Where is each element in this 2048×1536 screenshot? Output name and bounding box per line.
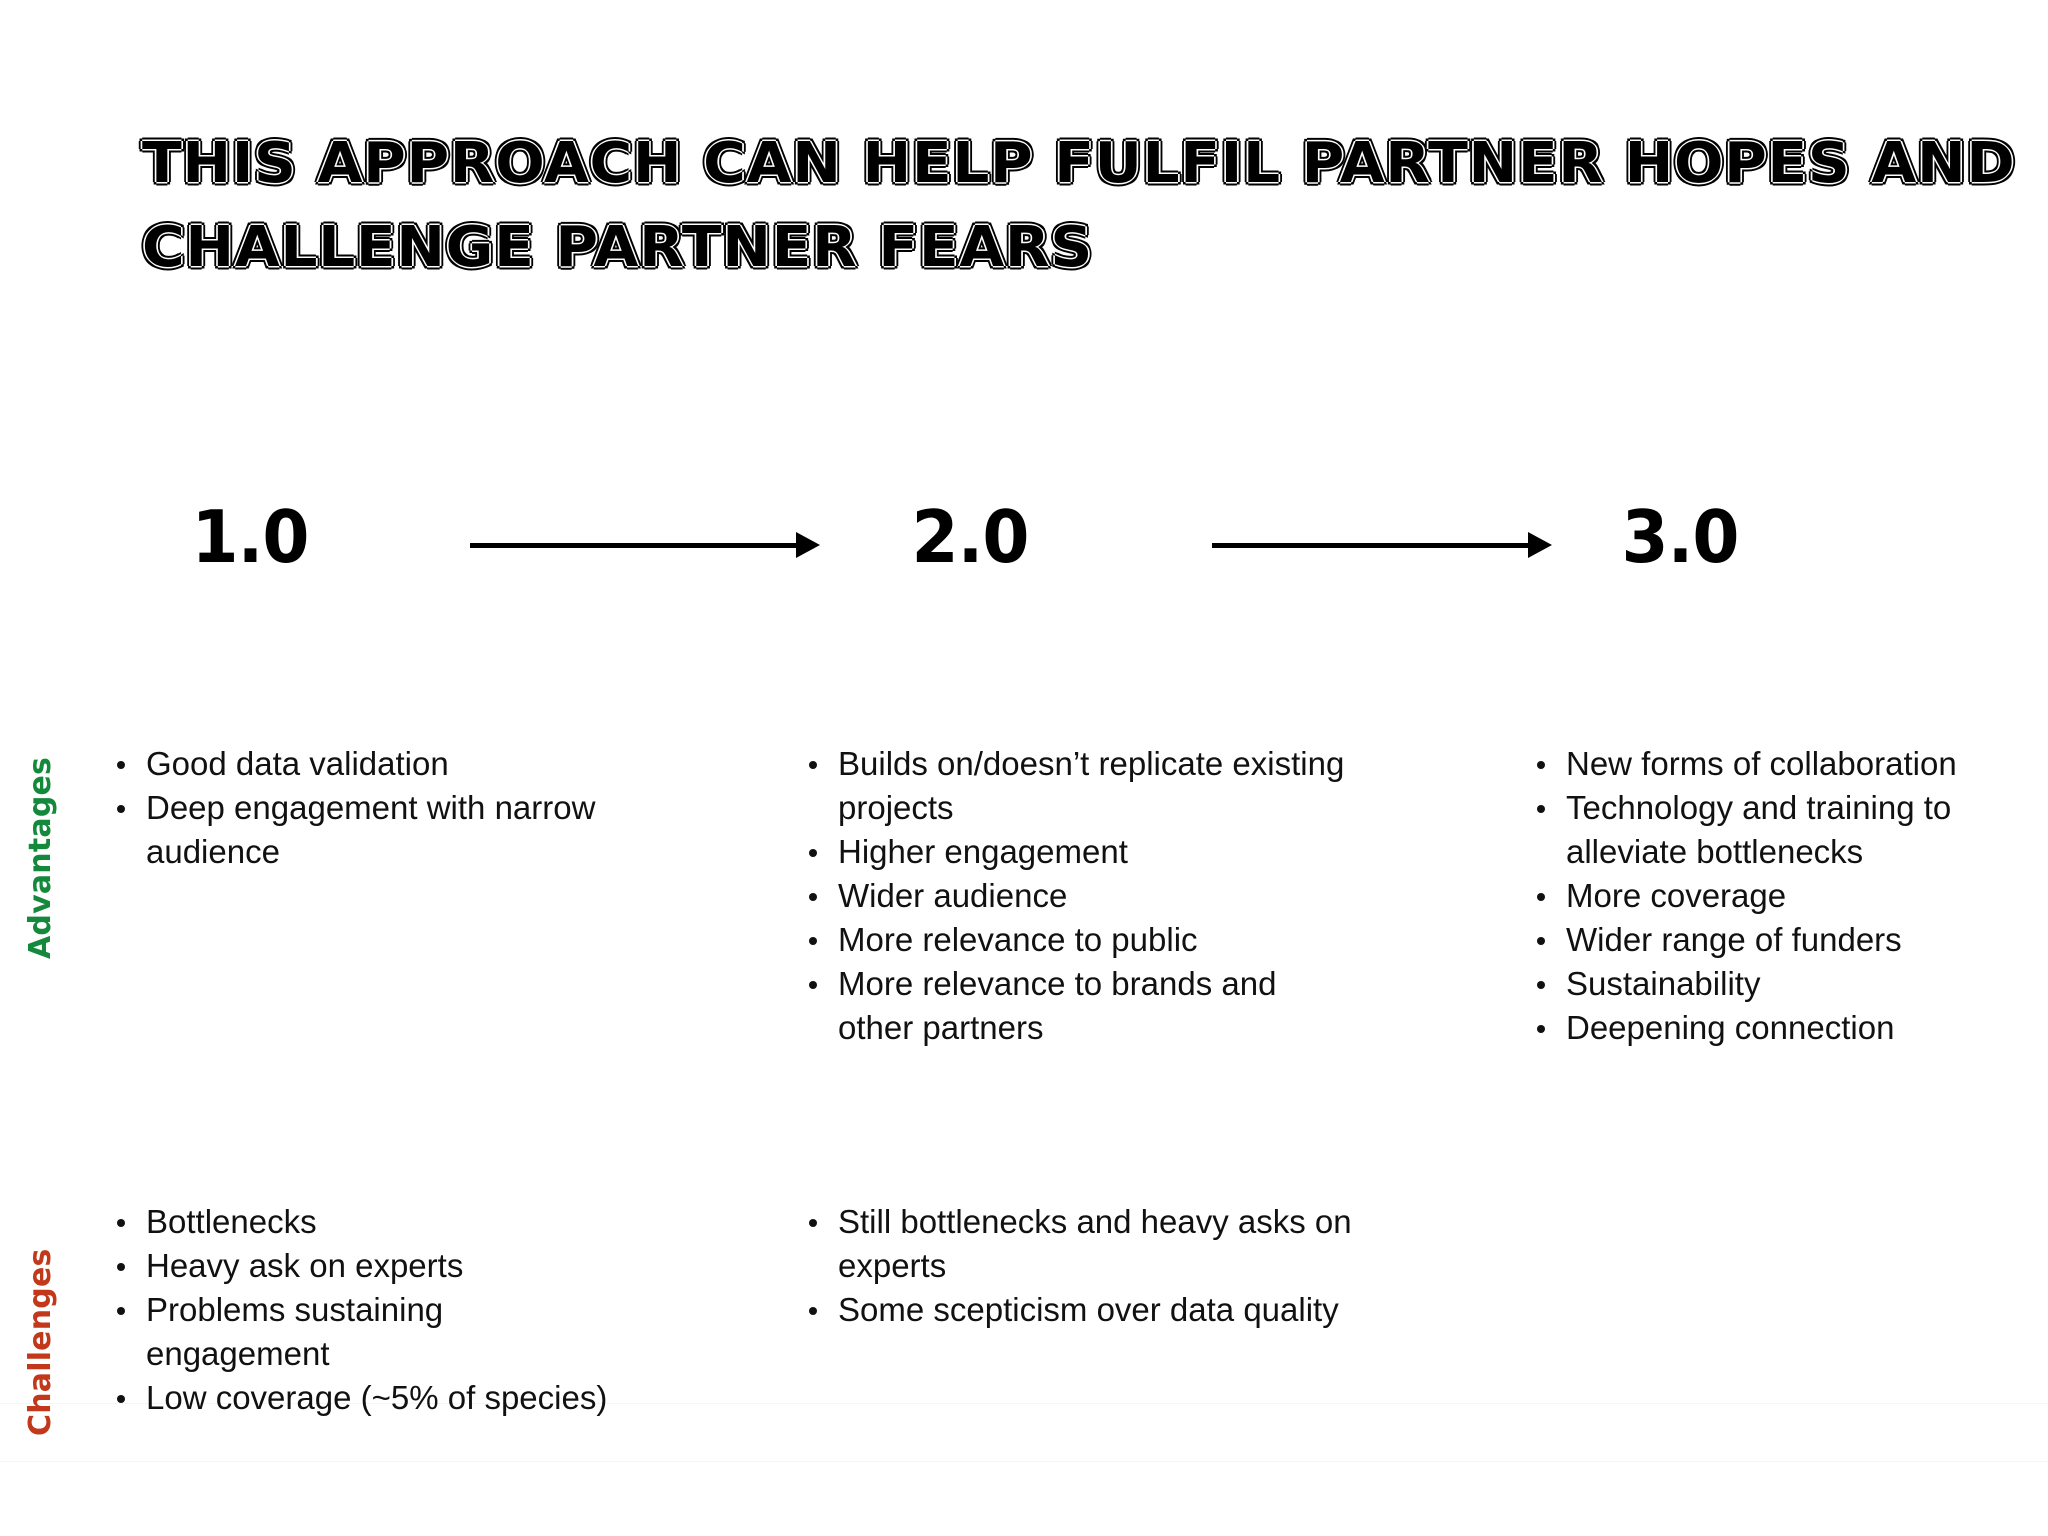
list-item: Still bottlenecks and heavy asks on expe… bbox=[800, 1200, 1360, 1288]
advantages-column-stage-2: Builds on/doesn’t replicate existing pro… bbox=[800, 742, 1360, 1050]
arrow-1-to-2-icon bbox=[470, 532, 820, 558]
bullet-list: Bottlenecks Heavy ask on experts Problem… bbox=[108, 1200, 608, 1420]
bullet-list: Good data validation Deep engagement wit… bbox=[108, 742, 608, 874]
list-item: Sustainability bbox=[1528, 962, 2008, 1006]
list-item: Deepening connection bbox=[1528, 1006, 2008, 1050]
bullet-list: New forms of collaboration Technology an… bbox=[1528, 742, 2008, 1050]
row-label-challenges: Challenges bbox=[23, 1248, 58, 1436]
arrow-head bbox=[1528, 532, 1552, 558]
list-item: Good data validation bbox=[108, 742, 608, 786]
list-item: Heavy ask on experts bbox=[108, 1244, 608, 1288]
row-label-advantages: Advantages bbox=[23, 756, 58, 959]
maturity-timeline: 1.0 2.0 3.0 bbox=[0, 490, 2048, 600]
list-item: More coverage bbox=[1528, 874, 2008, 918]
list-item: Higher engagement bbox=[800, 830, 1360, 874]
list-item: New forms of collaboration bbox=[1528, 742, 2008, 786]
challenges-column-stage-2: Still bottlenecks and heavy asks on expe… bbox=[800, 1200, 1360, 1332]
list-item: Problems sustaining engagement bbox=[108, 1288, 608, 1376]
arrow-head bbox=[796, 532, 820, 558]
render-band-artifact bbox=[0, 1461, 2048, 1462]
arrow-shaft bbox=[1212, 543, 1530, 548]
list-item: Technology and training to alleviate bot… bbox=[1528, 786, 2008, 874]
title-line-1: This approach can help fulfil partner ho… bbox=[142, 131, 2016, 196]
list-item: Wider audience bbox=[800, 874, 1360, 918]
title-line-2: Challenge partner fears bbox=[142, 215, 1093, 280]
stage-label-2-0: 2.0 bbox=[911, 495, 1029, 579]
page-title: This approach can help fulfil partner ho… bbox=[142, 122, 2015, 290]
list-item: Builds on/doesn’t replicate existing pro… bbox=[800, 742, 1360, 830]
advantages-column-stage-3: New forms of collaboration Technology an… bbox=[1528, 742, 2008, 1050]
advantages-column-stage-1: Good data validation Deep engagement wit… bbox=[108, 742, 608, 874]
list-item: Deep engagement with narrow audience bbox=[108, 786, 608, 874]
list-item: More relevance to public bbox=[800, 918, 1360, 962]
list-item: More relevance to brands and other partn… bbox=[800, 962, 1360, 1050]
arrow-shaft bbox=[470, 543, 798, 548]
stage-label-3-0: 3.0 bbox=[1621, 495, 1739, 579]
list-item: Some scepticism over data quality bbox=[800, 1288, 1360, 1332]
arrow-2-to-3-icon bbox=[1212, 532, 1552, 558]
list-item: Wider range of funders bbox=[1528, 918, 2008, 962]
list-item: Bottlenecks bbox=[108, 1200, 608, 1244]
stage-label-1-0: 1.0 bbox=[191, 495, 309, 579]
render-band-artifact bbox=[0, 1403, 2048, 1404]
challenges-column-stage-1: Bottlenecks Heavy ask on experts Problem… bbox=[108, 1200, 608, 1420]
list-item: Low coverage (~5% of species) bbox=[108, 1376, 608, 1420]
bullet-list: Builds on/doesn’t replicate existing pro… bbox=[800, 742, 1360, 1050]
bullet-list: Still bottlenecks and heavy asks on expe… bbox=[800, 1200, 1360, 1332]
